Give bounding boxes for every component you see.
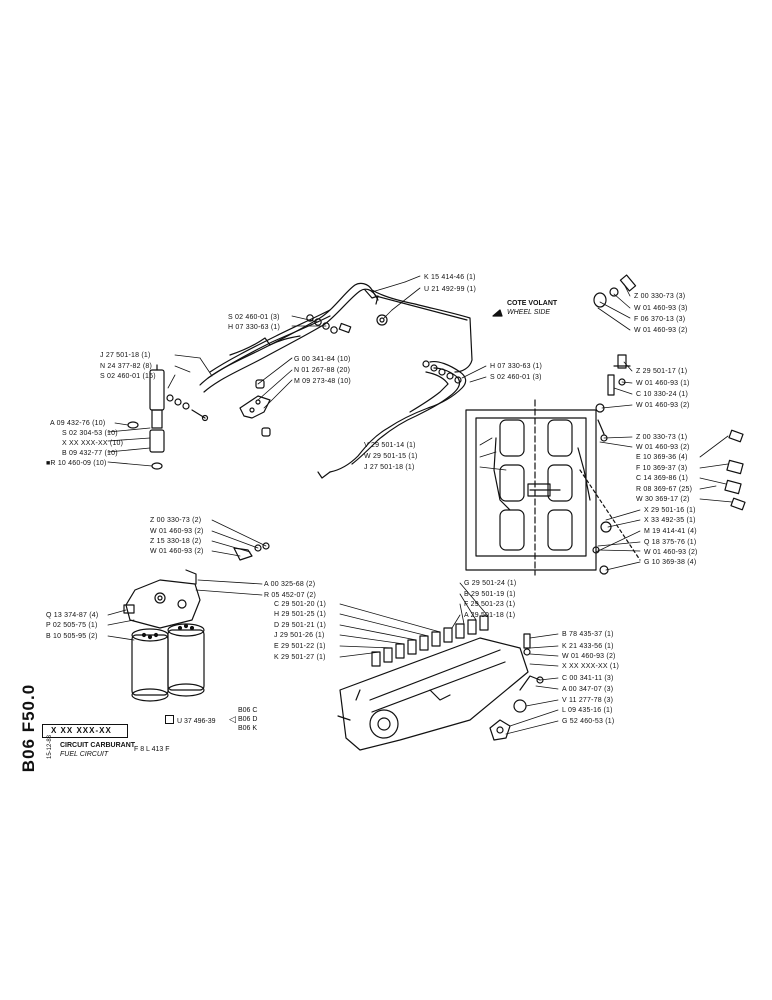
part-label: H 29 501-25 (1) <box>274 611 327 618</box>
variant-item: B06 C <box>238 707 258 714</box>
part-label: ■R 10 460-09 (10) <box>46 460 107 467</box>
part-label: G 10 369-38 (4) <box>644 559 697 566</box>
part-label: F 06 370-13 (3) <box>634 316 686 323</box>
orientation-label-en: WHEEL SIDE <box>507 309 551 316</box>
part-label: W 30 369-17 (2) <box>636 496 690 503</box>
part-label: S 02 304-53 (10) <box>62 430 118 437</box>
part-label: K 15 414-46 (1) <box>424 274 476 281</box>
variant-list: B06 C B06 D B06 K <box>238 706 257 733</box>
note-reference: U 37 496-39 <box>165 715 216 725</box>
part-label: A 29 501-18 (1) <box>464 612 516 619</box>
part-label: J 27 501-18 (1) <box>364 464 415 471</box>
part-label: J 27 501-18 (1) <box>100 352 151 359</box>
part-label: Q 18 375-76 (1) <box>644 539 697 546</box>
part-label: Z 00 330-73 (3) <box>634 293 686 300</box>
return-bracket <box>239 379 271 437</box>
part-label: V 29 501-14 (1) <box>364 442 416 449</box>
part-label: N 24 377-82 (8) <box>100 363 153 370</box>
part-label: L 09 435-16 (1) <box>562 707 613 714</box>
fittings-top-right <box>593 274 637 442</box>
part-label: H 07 330-63 (1) <box>228 324 281 331</box>
part-label: C 14 369-86 (1) <box>636 475 689 482</box>
part-label: W 01 460-93 (1) <box>636 380 690 387</box>
part-label: B 10 505-95 (2) <box>46 633 98 640</box>
part-label: K 21 433-56 (1) <box>562 643 614 650</box>
part-label: Z 00 330-73 (1) <box>636 434 688 441</box>
part-label: B 78 435-37 (1) <box>562 631 614 638</box>
part-label: W 01 460-93 (2) <box>636 444 690 451</box>
part-label: A 00 325-68 (2) <box>264 581 316 588</box>
part-label: W 01 460-93 (2) <box>634 327 688 334</box>
part-label: X 29 501-16 (1) <box>644 507 696 514</box>
part-label: S 02 460-01 (3) <box>228 314 280 321</box>
part-label: Z 15 330-18 (2) <box>150 538 202 545</box>
part-label: X 33 492-35 (1) <box>644 517 696 524</box>
variant-item: B06 K <box>238 725 258 732</box>
part-label: C 00 341-11 (3) <box>562 675 614 682</box>
part-label: W 01 460-93 (2) <box>562 653 616 660</box>
part-label: Q 13 374-87 (4) <box>46 612 99 619</box>
part-label: W 01 460-93 (3) <box>634 305 688 312</box>
part-label: F 29 501-23 (1) <box>464 601 516 608</box>
part-label: G 29 501-24 (1) <box>464 580 517 587</box>
variant-item: B06 D <box>238 716 258 723</box>
engine-block-outline <box>465 399 641 576</box>
part-label: G 00 341-84 (10) <box>294 356 351 363</box>
part-label: D 29 501-21 (1) <box>274 622 327 629</box>
orientation-label-fr: COTE VOLANT <box>507 300 558 307</box>
part-label: C 10 330-24 (1) <box>636 391 689 398</box>
leader-lines <box>107 275 733 735</box>
injection-lines-left <box>199 282 473 393</box>
direction-arrow-icon <box>492 309 503 317</box>
fitting-cluster-top <box>306 289 388 334</box>
part-label: V 11 277-78 (3) <box>562 697 614 704</box>
part-label: N 01 267-88 (20) <box>294 367 351 374</box>
part-label: M 19 414-41 (4) <box>644 528 697 535</box>
part-label: R 05 452-07 (2) <box>264 592 317 599</box>
part-label: Z 29 501-17 (1) <box>636 368 688 375</box>
part-label: S 02 460-01 (16) <box>100 373 156 380</box>
sheet-code: B06 F50.0 <box>19 683 38 773</box>
fuel-filter-assembly <box>123 569 205 702</box>
title-fr: CIRCUIT CARBURANT <box>60 742 136 749</box>
part-label: W 01 460-93 (2) <box>150 528 204 535</box>
injection-pump <box>337 615 544 751</box>
part-label: G 52 460-53 (1) <box>562 718 615 725</box>
part-label: Z 00 330-73 (2) <box>150 517 202 524</box>
part-label: A 09 432-76 (10) <box>50 420 106 427</box>
engine-model: F 8 L 413 F <box>134 746 170 753</box>
part-label: W 01 460-93 (2) <box>644 549 698 556</box>
part-label: P 02 505-75 (1) <box>46 622 98 629</box>
part-label: W 01 460-93 (2) <box>150 548 204 555</box>
part-label: X XX XXX-XX (1) <box>562 663 620 670</box>
part-label: F 10 369-37 (3) <box>636 465 688 472</box>
part-label: A 00 347-07 (3) <box>562 686 614 693</box>
bracket-arrow-icon: ◁ <box>229 714 236 724</box>
part-label: U 21 492-99 (1) <box>424 286 477 293</box>
part-label: E 29 501-22 (1) <box>274 643 326 650</box>
part-label: E 10 369-36 (4) <box>636 454 688 461</box>
part-label: B 09 432-77 (10) <box>62 450 118 457</box>
title-en: FUEL CIRCUIT <box>60 751 109 758</box>
part-label: R 08 369-67 (25) <box>636 486 693 493</box>
part-label: X XX XXX-XX (10) <box>62 440 124 447</box>
reference-box: X XX XXX-XX <box>42 724 128 738</box>
part-label: M 09 273-48 (10) <box>294 378 351 385</box>
injection-lines-right <box>317 360 467 479</box>
part-label: J 29 501-26 (1) <box>274 632 325 639</box>
pump-delivery-valves <box>371 615 489 667</box>
injector-assembly <box>127 364 209 470</box>
part-label: B 29 501-19 (1) <box>464 591 516 598</box>
part-label: H 07 330-63 (1) <box>490 363 543 370</box>
part-label: K 29 501-27 (1) <box>274 654 326 661</box>
part-label: W 01 460-93 (2) <box>636 402 690 409</box>
part-label: S 02 460-01 (3) <box>490 374 542 381</box>
brackets-right <box>724 429 746 511</box>
part-label: W 29 501-15 (1) <box>364 453 418 460</box>
checkbox-square-icon <box>165 715 174 724</box>
part-label: C 29 501-20 (1) <box>274 601 327 608</box>
